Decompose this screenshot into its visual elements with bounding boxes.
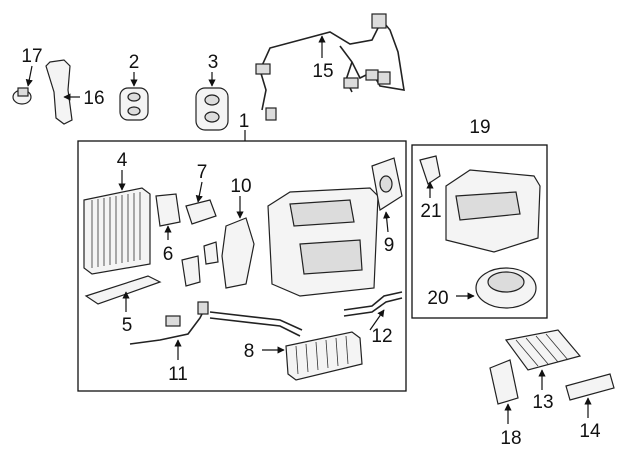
callout-16: 16 (83, 88, 104, 109)
small-bracket (181, 255, 201, 287)
part-3-seal[interactable] (195, 72, 229, 131)
part-8-heater-core[interactable] (209, 311, 363, 381)
part-18-control-module[interactable] (489, 359, 519, 424)
blower-group-box (411, 144, 548, 319)
part-13-cabin-filter[interactable] (504, 329, 582, 390)
part-12-pipe[interactable] (343, 291, 403, 331)
callout-8: 8 (244, 341, 255, 362)
hvac-unit-group-box (77, 140, 407, 392)
callout-11: 11 (168, 364, 188, 385)
callout-17: 17 (21, 46, 42, 67)
part-5-tray[interactable] (84, 275, 162, 312)
part-21-resistor[interactable] (419, 155, 441, 198)
callout-7: 7 (197, 162, 208, 183)
callout-21: 21 (420, 201, 441, 222)
part-17-grommet[interactable] (12, 65, 33, 105)
callout-20: 20 (427, 288, 448, 309)
part-10-actuator[interactable] (221, 196, 255, 289)
callout-19: 19 (469, 117, 490, 138)
callout-14: 14 (579, 421, 601, 442)
part-6-bracket[interactable] (155, 193, 181, 240)
part-11-sensor-wire[interactable] (129, 301, 209, 360)
callout-2: 2 (129, 52, 140, 73)
callout-13: 13 (532, 392, 553, 413)
part-15-wire-harness[interactable] (255, 13, 405, 121)
blower-case[interactable] (445, 169, 541, 253)
callout-10: 10 (230, 176, 251, 197)
callout-9: 9 (384, 235, 395, 256)
part-7-servo[interactable] (185, 181, 217, 225)
part-16-hose[interactable] (45, 59, 80, 125)
callout-18: 18 (500, 428, 521, 449)
callout-5: 5 (122, 315, 133, 336)
part-2-seal[interactable] (119, 72, 149, 121)
small-clip (203, 241, 219, 265)
part-14-filter-cover[interactable] (565, 373, 615, 418)
callout-6: 6 (163, 244, 174, 265)
hvac-case[interactable] (267, 187, 379, 297)
callout-3: 3 (208, 52, 219, 73)
callout-4: 4 (117, 150, 128, 171)
callout-15: 15 (312, 61, 333, 82)
part-20-blower-motor[interactable] (456, 267, 537, 309)
part-4-evaporator-core[interactable] (83, 170, 151, 275)
callout-12: 12 (371, 326, 392, 347)
part-9-door[interactable] (371, 157, 403, 233)
callout-1: 1 (239, 111, 250, 132)
